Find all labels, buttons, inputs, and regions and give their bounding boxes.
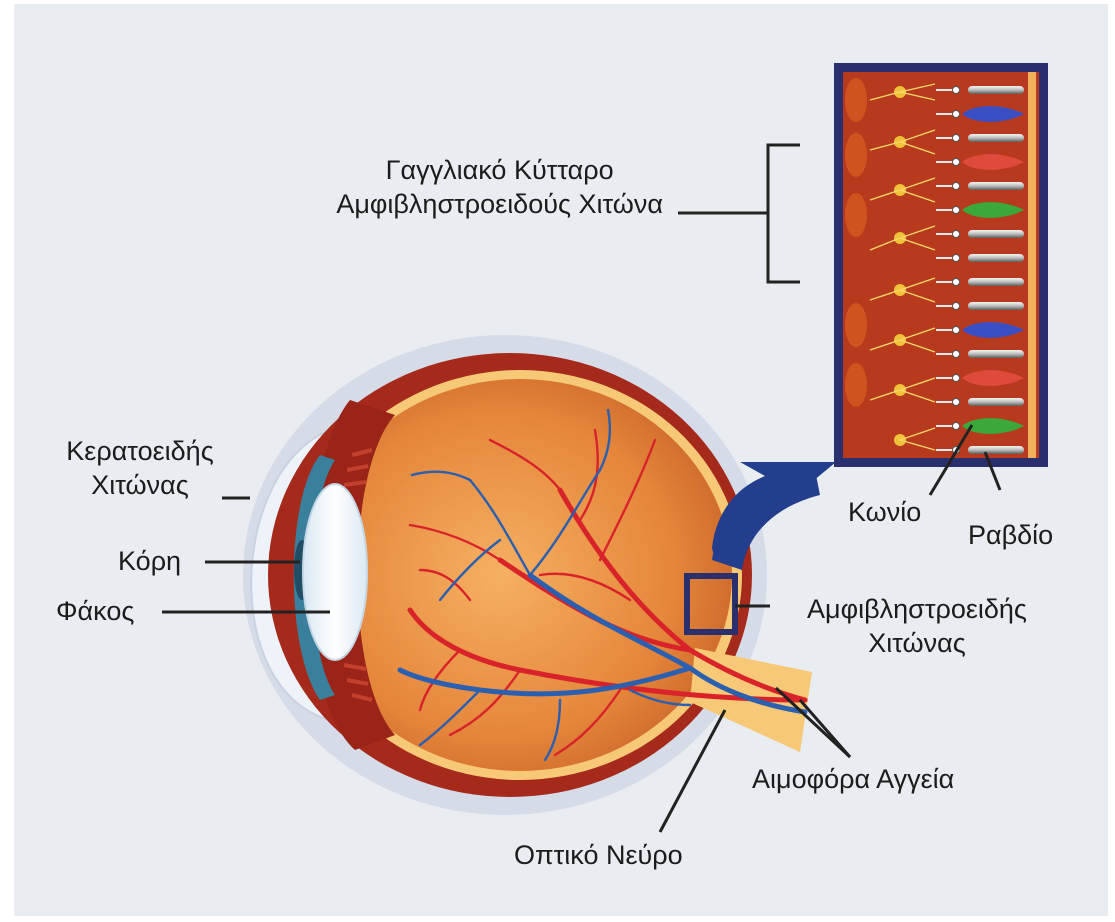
ganglion-cell-label-line-1: Γαγγλιακό Κύτταρο <box>336 153 663 187</box>
rod-cell <box>968 302 1024 310</box>
photoreceptor-nucleus <box>953 207 960 214</box>
photoreceptor-nucleus <box>953 327 960 334</box>
rod-label: Ραβδίο <box>968 518 1053 552</box>
ganglion-bracket <box>768 145 800 282</box>
rod-cell <box>968 350 1024 358</box>
photoreceptor-nucleus <box>953 375 960 382</box>
rod-cell <box>968 134 1024 142</box>
photoreceptor-nucleus <box>953 423 960 430</box>
rod-cell <box>968 398 1024 406</box>
rod-cell <box>968 86 1024 94</box>
photoreceptor-nucleus <box>953 303 960 310</box>
ganglion-cell-label: Γαγγλιακό Κύτταρο Αμφιβληστροειδούς Χιτώ… <box>336 153 663 221</box>
ganglion-cell-label-line-2: Αμφιβληστροειδούς Χιτώνα <box>336 187 663 221</box>
rod-cell <box>968 278 1024 286</box>
cone-label: Κωνίο <box>848 495 921 529</box>
pigment-layer <box>1028 72 1036 458</box>
cornea-label-line-2: Χιτώνας <box>50 468 230 502</box>
rod-cell <box>968 254 1024 262</box>
rod-cell <box>968 446 1024 454</box>
optic-nerve-label: Οπτικό Νεύρο <box>514 838 683 872</box>
photoreceptor-nucleus <box>953 87 960 94</box>
rod-cell <box>968 182 1024 190</box>
retina-label: Αμφιβληστροειδής Χιτώνας <box>772 592 1062 660</box>
photoreceptor-nucleus <box>953 279 960 286</box>
photoreceptor-nucleus <box>953 231 960 238</box>
blood-vessels-label: Αιμοφόρα Αγγεία <box>752 762 954 796</box>
pupil-label: Κόρη <box>118 544 181 578</box>
cornea-label: Κερατοειδής Χιτώνας <box>50 434 230 502</box>
vessels-leader-2 <box>800 700 850 757</box>
photoreceptor-nucleus <box>953 351 960 358</box>
retina-label-line-1: Αμφιβληστροειδής <box>772 592 1062 626</box>
photoreceptor-nucleus <box>953 255 960 262</box>
photoreceptor-nucleus <box>953 159 960 166</box>
photoreceptor-nucleus <box>953 135 960 142</box>
rod-cell <box>968 230 1024 238</box>
lens-shape <box>303 484 367 660</box>
retina-label-line-2: Χιτώνας <box>772 626 1062 660</box>
photoreceptor-nucleus <box>953 183 960 190</box>
retina-detail-panel <box>834 63 1048 467</box>
photoreceptor-nucleus <box>953 111 960 118</box>
photoreceptor-nucleus <box>953 399 960 406</box>
cornea-label-line-1: Κερατοειδής <box>50 434 230 468</box>
lens-label: Φάκος <box>56 594 134 628</box>
